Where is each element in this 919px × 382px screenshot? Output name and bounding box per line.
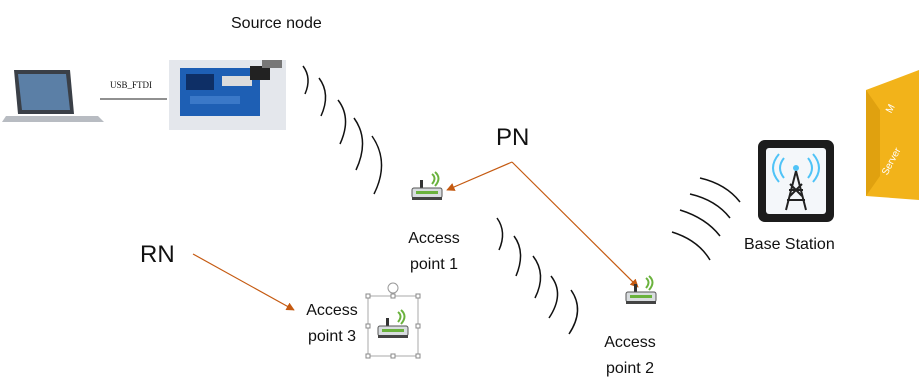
tower-icon <box>758 140 834 222</box>
base-station-label: Base Station <box>744 236 835 253</box>
server-icon <box>866 70 919 200</box>
rn-arrow <box>192 253 295 311</box>
usb-link-label: USB_FTDI <box>110 80 153 90</box>
signal-arcs-source <box>302 65 383 195</box>
access-point-2-line2: point 2 <box>605 360 655 377</box>
access-point-3-line1: Access <box>306 302 358 319</box>
access-point-1-line1: Access <box>408 230 460 247</box>
signal-arcs-relay <box>496 217 579 335</box>
access-point-2-line1: Access <box>604 334 656 351</box>
pn-label: PN <box>496 124 530 151</box>
board-icon <box>169 60 286 130</box>
rn-label: RN <box>140 241 175 268</box>
pn-arrow <box>446 161 513 191</box>
access-point-1-label: Access point 1 <box>396 226 472 278</box>
pn-arrow-2 <box>511 161 639 288</box>
source-node-label: Source node <box>231 15 322 32</box>
access-point-2-label: Access point 2 <box>592 330 668 382</box>
access-point-1-line2: point 1 <box>409 256 459 273</box>
access-point-3-label: Access point 3 <box>296 298 368 350</box>
laptop-icon <box>2 70 104 122</box>
signal-arcs-base <box>671 177 741 261</box>
router-icon-ap3 <box>365 282 421 359</box>
access-point-3-line2: point 3 <box>307 328 357 345</box>
router-icon-ap1 <box>411 171 443 201</box>
